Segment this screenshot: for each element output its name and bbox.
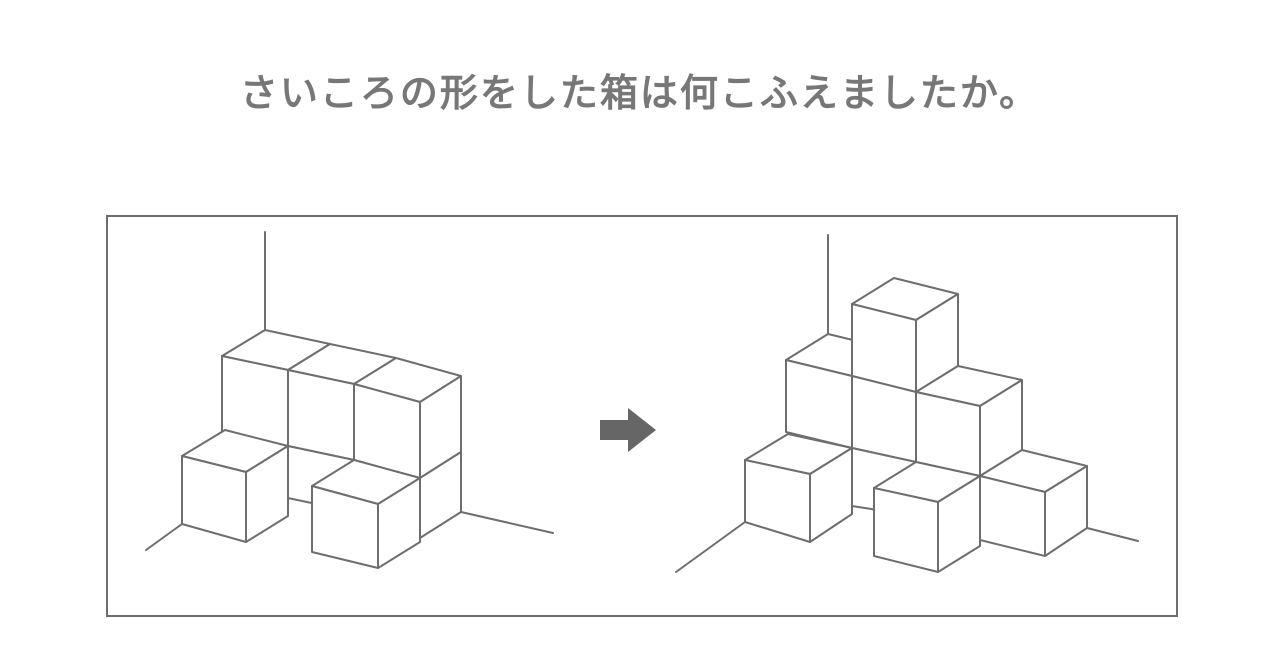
- after-axis-right: [1086, 527, 1139, 542]
- after-cube-top: [851, 277, 959, 393]
- after-cube-front-center: [873, 461, 981, 573]
- before-axis-right: [460, 511, 554, 534]
- right-arrow-icon: [600, 408, 656, 452]
- before-figure: [145, 231, 554, 569]
- after-cube-mid-right: [915, 365, 1023, 477]
- before-cube-back-top-3: [353, 357, 462, 479]
- diagram-border: [106, 215, 1178, 617]
- after-cube-bottom-far-right: [979, 449, 1088, 557]
- after-axis-left: [675, 521, 746, 573]
- before-axis-left: [145, 523, 183, 551]
- before-cube-front-right: [311, 459, 421, 569]
- before-cube-front-left: [181, 429, 289, 543]
- question-text: さいころの形をした箱は何こふえましたか。: [239, 70, 1040, 115]
- after-cube-front-left: [744, 433, 853, 543]
- after-figure: [675, 234, 1139, 573]
